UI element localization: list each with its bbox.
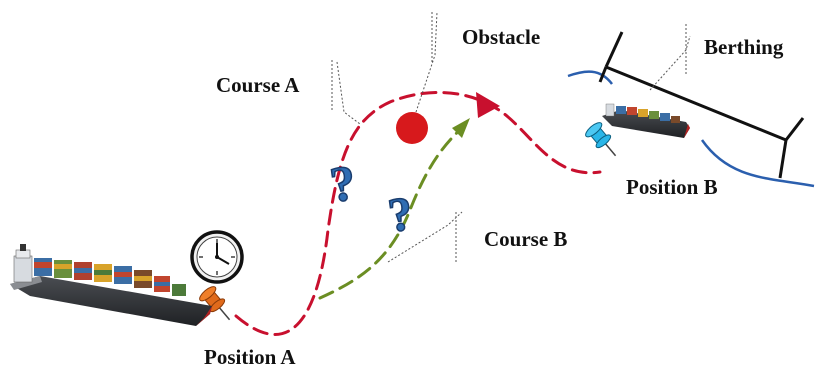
question-mark-icon: ? — [326, 153, 360, 213]
course-b-arrowhead — [452, 118, 470, 138]
obstacle-label: Obstacle — [462, 25, 540, 49]
position-a-label: Position A — [204, 345, 296, 367]
container-ship-icon — [10, 244, 212, 326]
pushpin-icon — [585, 122, 617, 157]
clock-icon — [190, 230, 244, 284]
course-a-arrowhead — [476, 92, 500, 118]
pushpin-icon — [199, 286, 231, 321]
question-mark-icon: ? — [384, 186, 417, 243]
berthing-label: Berthing — [704, 35, 784, 59]
water-lines — [567, 70, 815, 188]
course-b-path — [318, 126, 464, 300]
callout-lines — [331, 11, 691, 263]
course-a-label: Course A — [216, 73, 300, 97]
position-b-label: Position B — [626, 175, 718, 199]
course-a-path — [234, 91, 602, 336]
obstacle-marker — [396, 112, 428, 144]
svg-text:?: ? — [385, 187, 416, 243]
svg-text:?: ? — [327, 154, 360, 213]
berth-structure — [598, 31, 805, 179]
course-b-label: Course B — [484, 227, 567, 251]
container-ship-icon — [602, 103, 690, 138]
